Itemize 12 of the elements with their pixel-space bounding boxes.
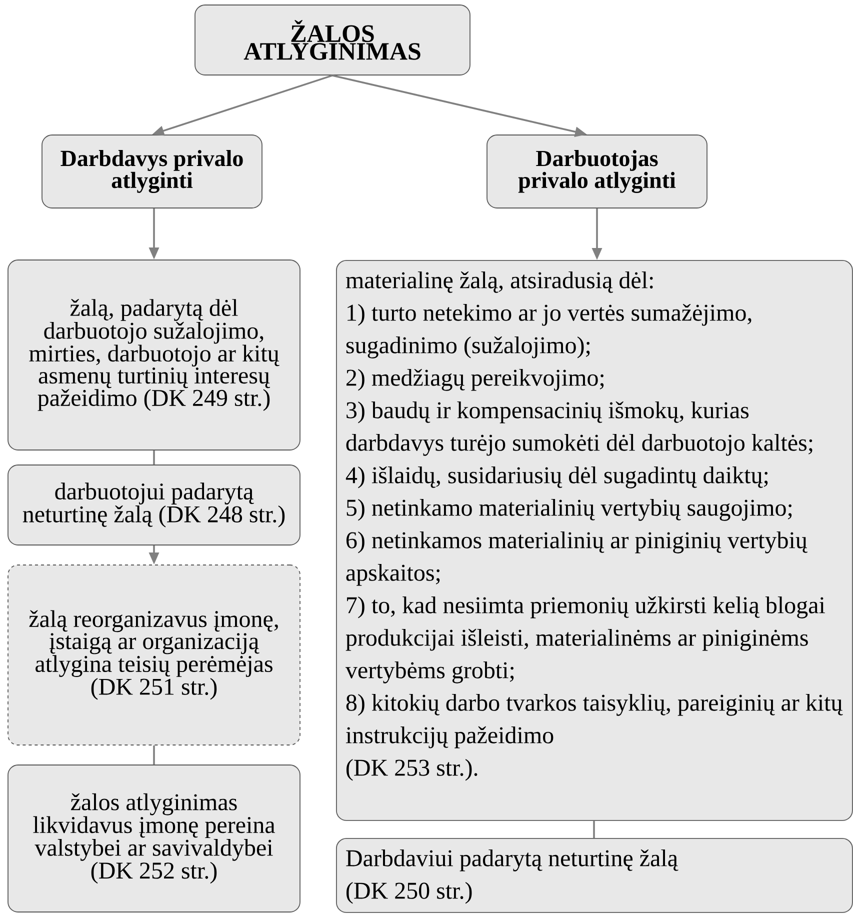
text-box: materialinę žalą, atsiradusią dėl: 1) turto netekimo ar jo vertės sumažėjimo, sugadinimo (sužalojimo); 2) medžiagų pereikvojimo; 3) baudų ir kompensacinių išmokų, kurias darbdavys turėjo sumokėti dėl darbuotojo kaltės; 4) išlaidų, susidariusių dėl sugadintų daiktų; 5) netinkamo materialinių vertybių saugojimo; 6) netinkamos materialinių ar piniginių vertybių apskaitos; 7) to, kad nesiimta priemonių užkirsti kelią blogai produkcijai išleisti, materialinėms ar piniginėms vertybėms grobti; 8) kitokių darbo tvarkos taisyklių, pareiginių ar kitų instrukcijų pažeidimo (DK 253 str.). — [336, 260, 853, 821]
connector-line — [153, 450, 155, 465]
text-box: žalos atlyginimas likvidavus įmonę pereina valstybei ar savivaldybei (DK 252 str.) — [8, 764, 300, 912]
heading-box: Darbdavys privalo atlyginti — [42, 134, 262, 208]
text-box: žalą reorganizavus įmonę, įstaigą ar organizaciją atlygina teisių perėmėjas (DK 251 str.) — [8, 564, 300, 746]
title-box: ŽALOS ATLYGINIMAS — [194, 4, 470, 76]
connector-line — [593, 820, 595, 838]
connector-line — [153, 745, 155, 765]
text-box: darbuotojui padarytą neturtinę žalą (DK 248 str.) — [8, 464, 300, 546]
text-box: žalą, padarytą dėl darbuotojo sužalojimo, mirties, darbuotojo ar kitų asmenų turtinių interesų pažeidimo (DK 249 str.) — [8, 260, 300, 450]
heading-box: Darbuotojas privalo atlyginti — [486, 134, 708, 208]
text-box: Darbdaviui padarytą neturtinę žalą (DK 250 str.) — [336, 838, 853, 913]
